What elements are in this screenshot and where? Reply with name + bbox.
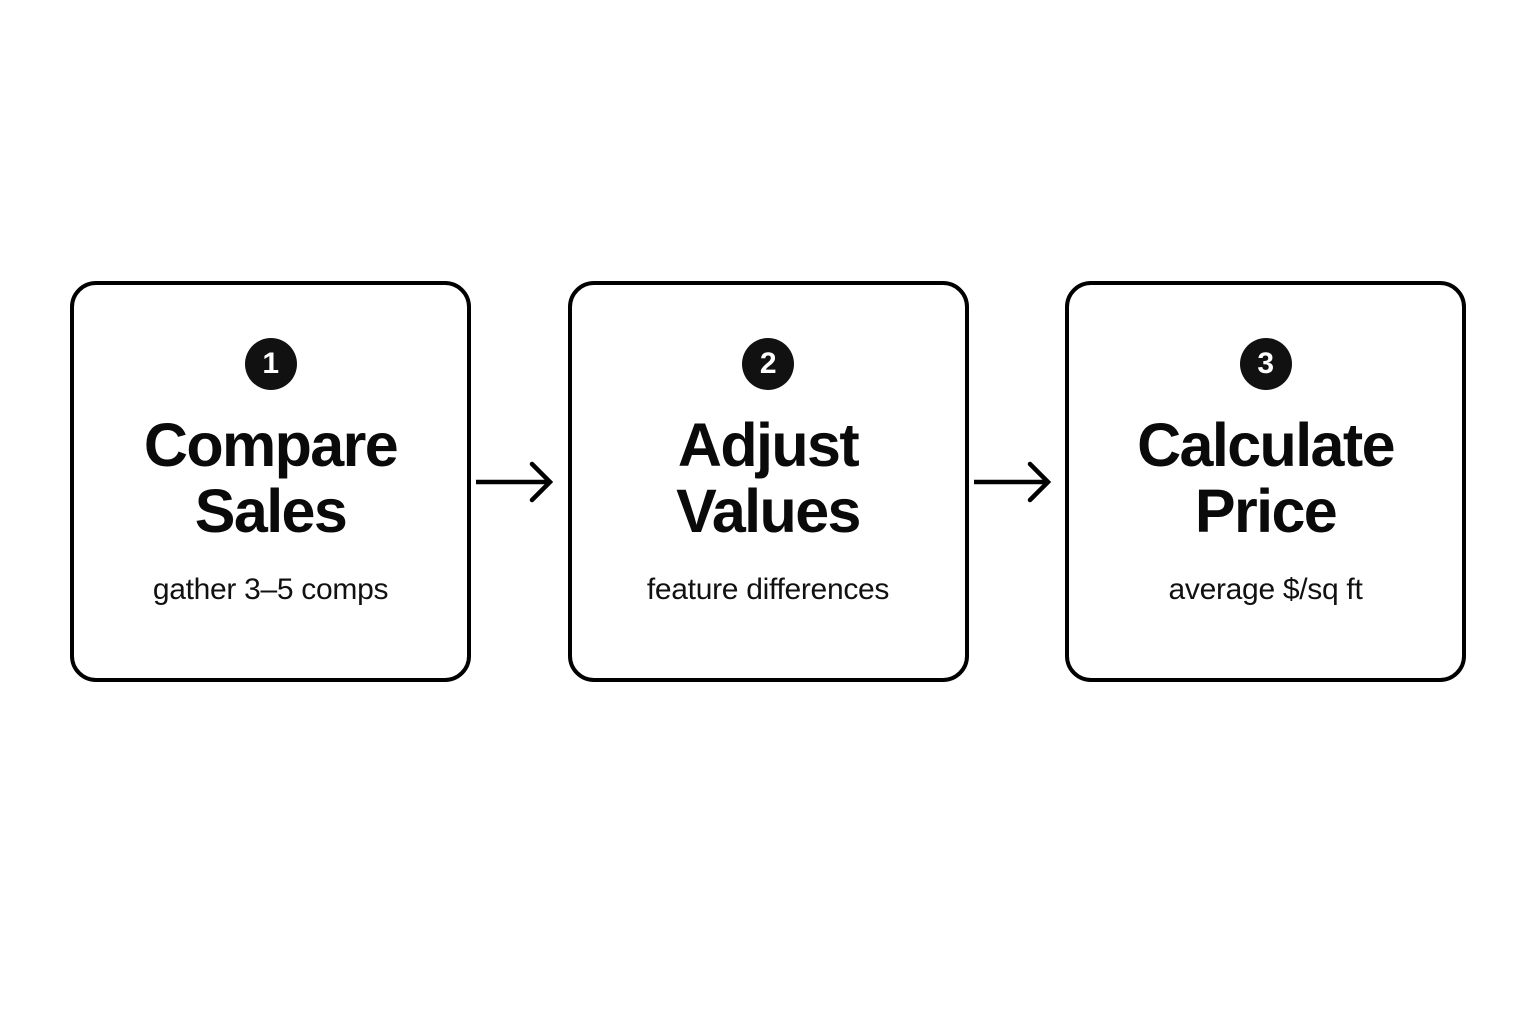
step-number-badge-2: 2 (742, 338, 794, 390)
step-subtitle-3: average $/sq ft (1168, 573, 1363, 606)
step-title-line1-3: Calculate (1137, 411, 1395, 479)
step-number-3: 3 (1257, 347, 1274, 380)
connector-2 (973, 281, 1060, 682)
step-title-2: Adjust Values (676, 411, 861, 545)
step-title-line1-2: Adjust (677, 411, 860, 479)
step-title-line2-1: Sales (194, 477, 348, 545)
step-number-badge-1: 1 (244, 338, 297, 390)
arrow-right-icon (476, 461, 554, 502)
step-title-1: Compare Sales (143, 411, 399, 545)
process-flow-row: 1 Compare Sales gather 3–5 comps 2 Adjus… (70, 281, 1466, 682)
step-title-line1-1: Compare (143, 411, 399, 479)
step-subtitle-2: feature differences (646, 573, 890, 606)
step-card-1[interactable]: 1 Compare Sales gather 3–5 comps (70, 281, 471, 682)
step-title-line2-2: Values (676, 477, 861, 545)
step-title-line2-3: Price (1194, 477, 1338, 545)
step-card-3[interactable]: 3 Calculate Price average $/sq ft (1065, 281, 1466, 682)
step-subtitle-1: gather 3–5 comps (152, 573, 389, 606)
arrow-right-icon (973, 461, 1051, 502)
connector-1 (476, 281, 562, 682)
step-title-3: Calculate Price (1137, 411, 1395, 545)
step-number-2: 2 (759, 347, 777, 380)
step-number-badge-3: 3 (1239, 338, 1292, 390)
step-number-1: 1 (262, 347, 279, 380)
step-card-2[interactable]: 2 Adjust Values feature differences (567, 281, 969, 682)
